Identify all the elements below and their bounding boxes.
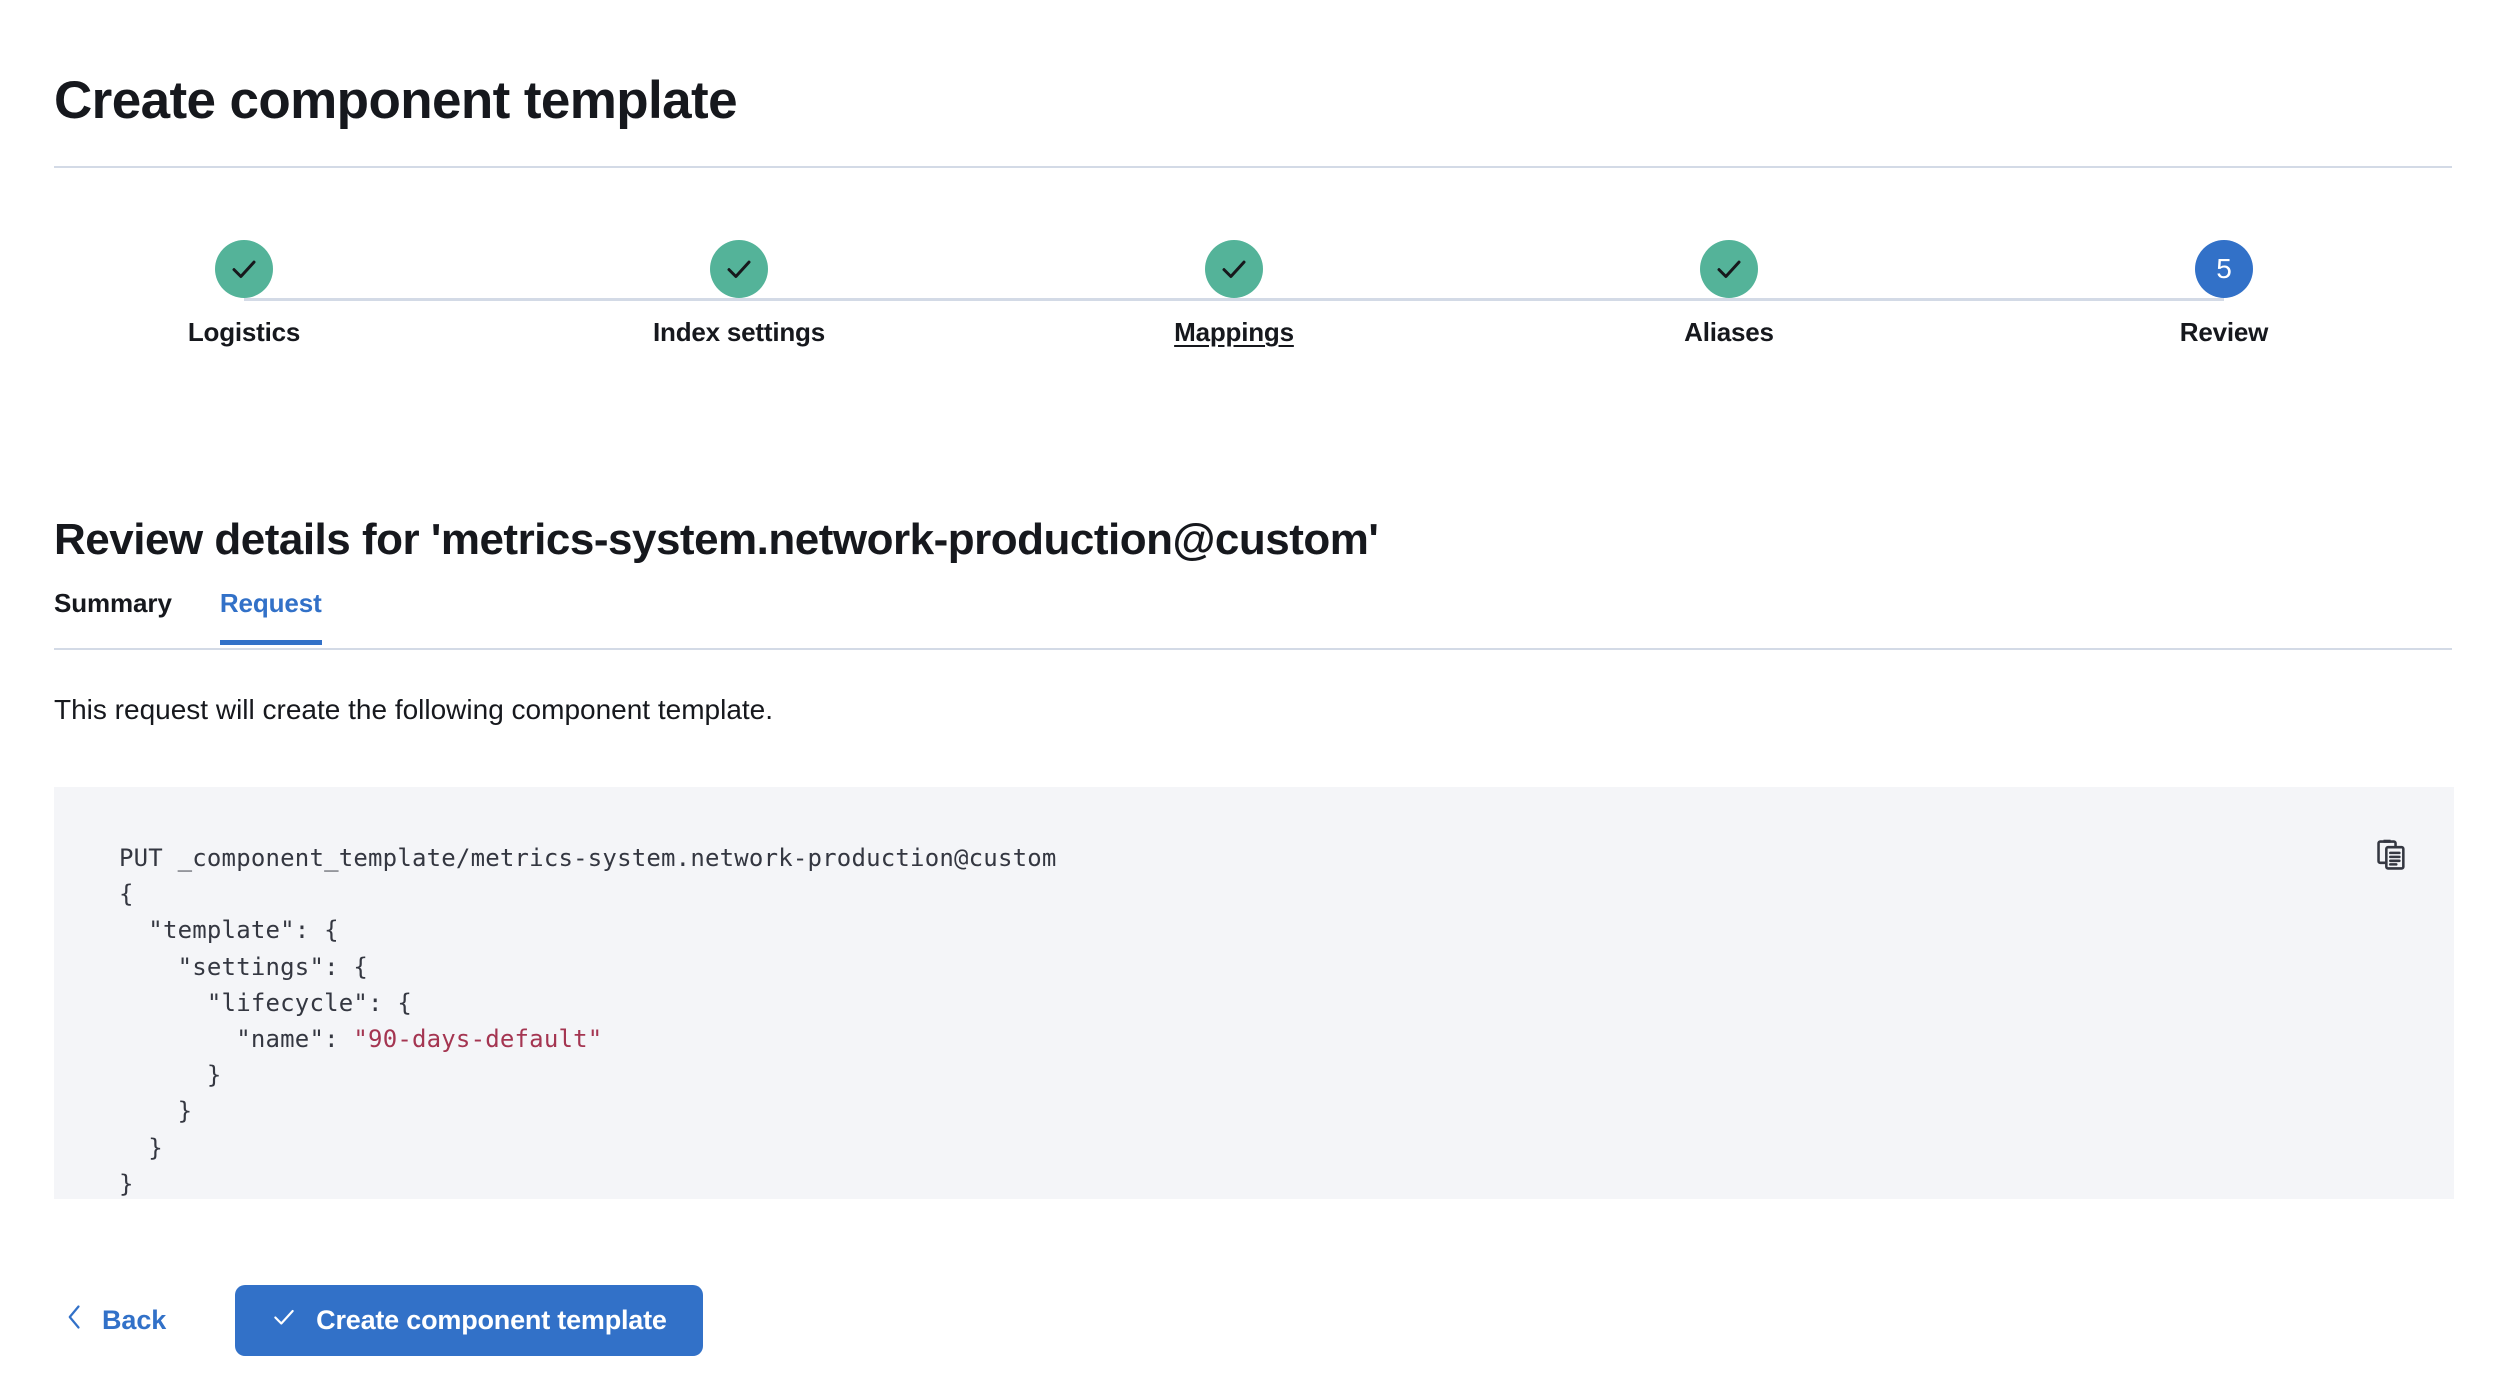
step-status-circle (215, 240, 273, 298)
request-code-block: PUT _component_template/metrics-system.n… (54, 787, 2454, 1199)
copy-clipboard-icon[interactable] (2370, 833, 2414, 877)
tab-request[interactable]: Request (219, 588, 322, 645)
review-tabs: Summary Request (54, 588, 2452, 650)
step-status-circle: 5 (2195, 240, 2253, 298)
check-icon (229, 254, 259, 284)
check-icon (271, 1304, 297, 1337)
code-line-4: "settings": { (119, 952, 369, 981)
create-component-template-button[interactable]: Create component template (235, 1285, 703, 1356)
create-component-template-button-label: Create component template (316, 1305, 667, 1335)
step-status-circle (1205, 240, 1263, 298)
wizard-footer-actions: Back Create component template (54, 1285, 703, 1356)
check-icon (1219, 254, 1249, 284)
code-line-5: "lifecycle": { (119, 988, 412, 1017)
request-description: This request will create the following c… (54, 694, 774, 725)
check-icon (1714, 254, 1744, 284)
code-line-3: "template": { (119, 916, 339, 945)
tab-summary[interactable]: Summary (54, 588, 172, 618)
stepper-step-aliases[interactable]: Aliases (1599, 240, 1859, 348)
code-line-10: } (119, 1169, 134, 1198)
stepper-step-mappings[interactable]: Mappings (1104, 240, 1364, 348)
request-code-text: PUT _component_template/metrics-system.n… (54, 787, 2454, 1202)
code-line-6-key: "name": (119, 1025, 354, 1054)
back-button-label: Back (102, 1305, 167, 1335)
page-title: Create component template (54, 70, 738, 130)
stepper-step-label: Index settings (652, 317, 825, 347)
header-divider (54, 166, 2452, 168)
stepper-step-label[interactable]: Mappings (1174, 317, 1294, 347)
step-status-circle (1700, 240, 1758, 298)
review-heading: Review details for 'metrics-system.netwo… (54, 514, 1379, 564)
code-line-9: } (119, 1133, 163, 1162)
chevron-left-icon (64, 1303, 86, 1338)
code-line-2: { (119, 880, 134, 909)
stepper-step-logistics[interactable]: Logistics (114, 240, 374, 348)
wizard-stepper: Logistics Index settings Mapping (54, 240, 2452, 380)
step-status-circle (710, 240, 768, 298)
code-line-6-value: "90-days-default" (353, 1025, 603, 1054)
code-line-7: } (119, 1061, 222, 1090)
stepper-step-label: Review (2179, 317, 2269, 347)
back-button[interactable]: Back (54, 1293, 180, 1348)
stepper-step-index-settings[interactable]: Index settings (609, 240, 869, 348)
stepper-connector-line (244, 298, 2224, 301)
code-line-1: PUT _component_template/metrics-system.n… (119, 844, 1057, 872)
code-line-8: } (119, 1097, 193, 1126)
stepper-step-label: Aliases (1684, 317, 1774, 347)
stepper-step-review[interactable]: 5 Review (2094, 240, 2354, 348)
check-icon (724, 254, 754, 284)
stepper-step-label: Logistics (187, 317, 301, 347)
step-number-label: 5 (2216, 253, 2232, 284)
